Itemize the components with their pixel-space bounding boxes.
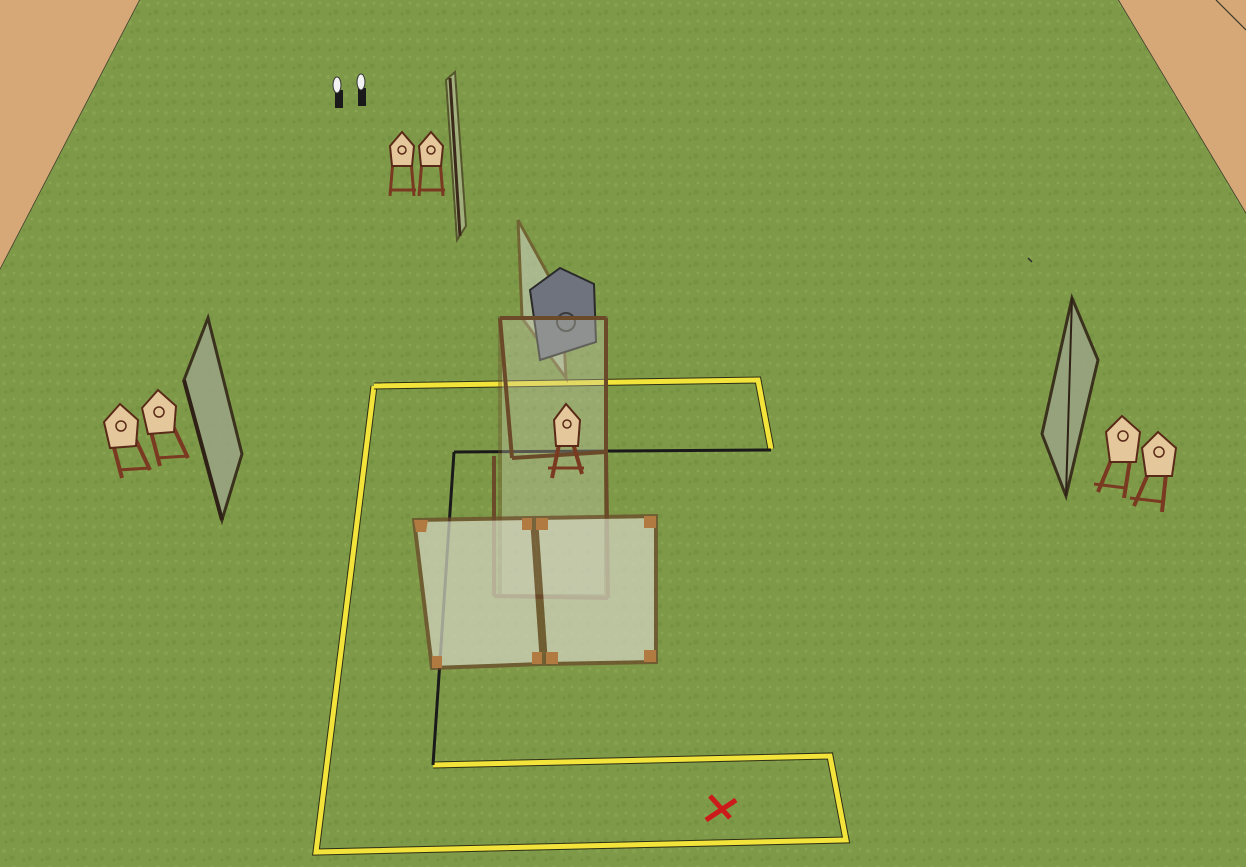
popper-icon [357,74,366,106]
front-panel-left [414,518,542,668]
front-panel-right [536,516,656,664]
